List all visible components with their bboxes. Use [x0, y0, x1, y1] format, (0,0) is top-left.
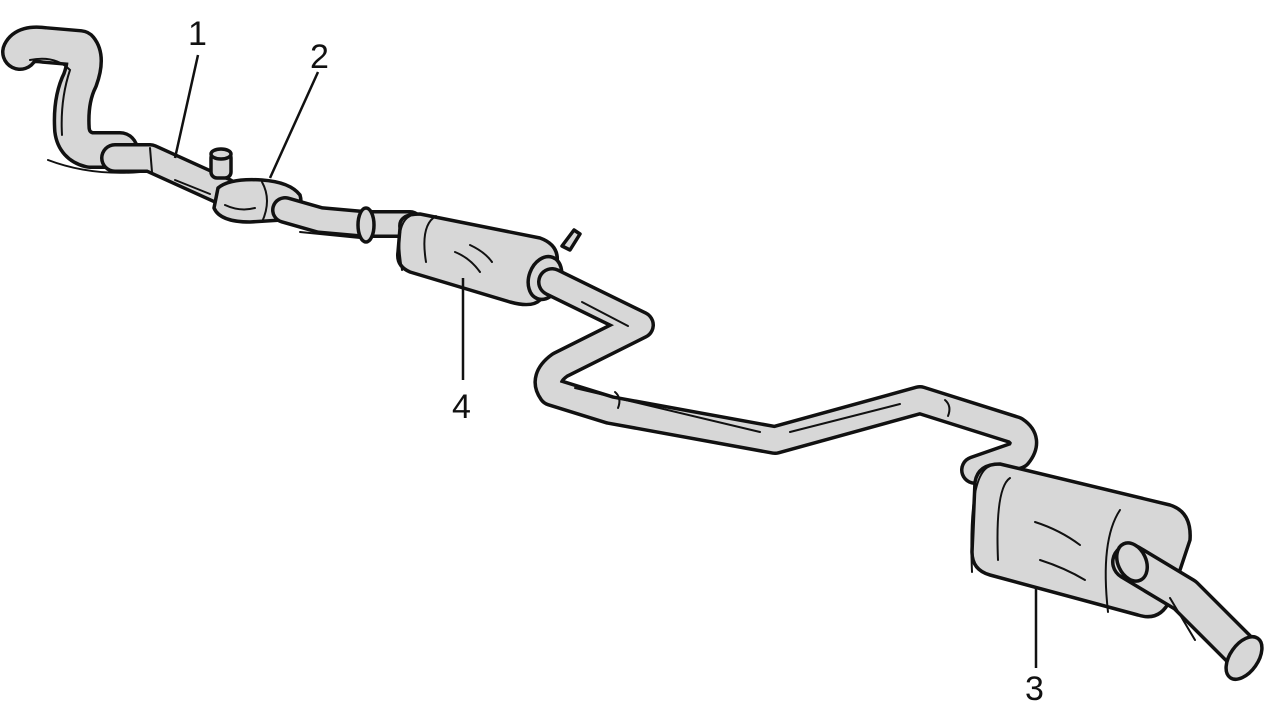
leader-line-2 [268, 71, 320, 179]
callout-number-3: 3 [1025, 670, 1044, 708]
callout-number-1: 1 [188, 15, 207, 53]
catalytic-converter [212, 177, 424, 244]
center-muffler [396, 212, 582, 307]
rear-muffler [970, 462, 1264, 681]
callout-3: 3 [1025, 588, 1044, 708]
callout-number-4: 4 [452, 388, 471, 426]
leader-line-1 [173, 54, 200, 159]
intermediate-pipe [533, 267, 1039, 485]
callout-1: 1 [173, 15, 207, 159]
callout-4: 4 [452, 278, 471, 426]
front-pipe [1, 25, 240, 207]
callout-number-2: 2 [310, 38, 329, 76]
callout-2: 2 [268, 38, 329, 179]
